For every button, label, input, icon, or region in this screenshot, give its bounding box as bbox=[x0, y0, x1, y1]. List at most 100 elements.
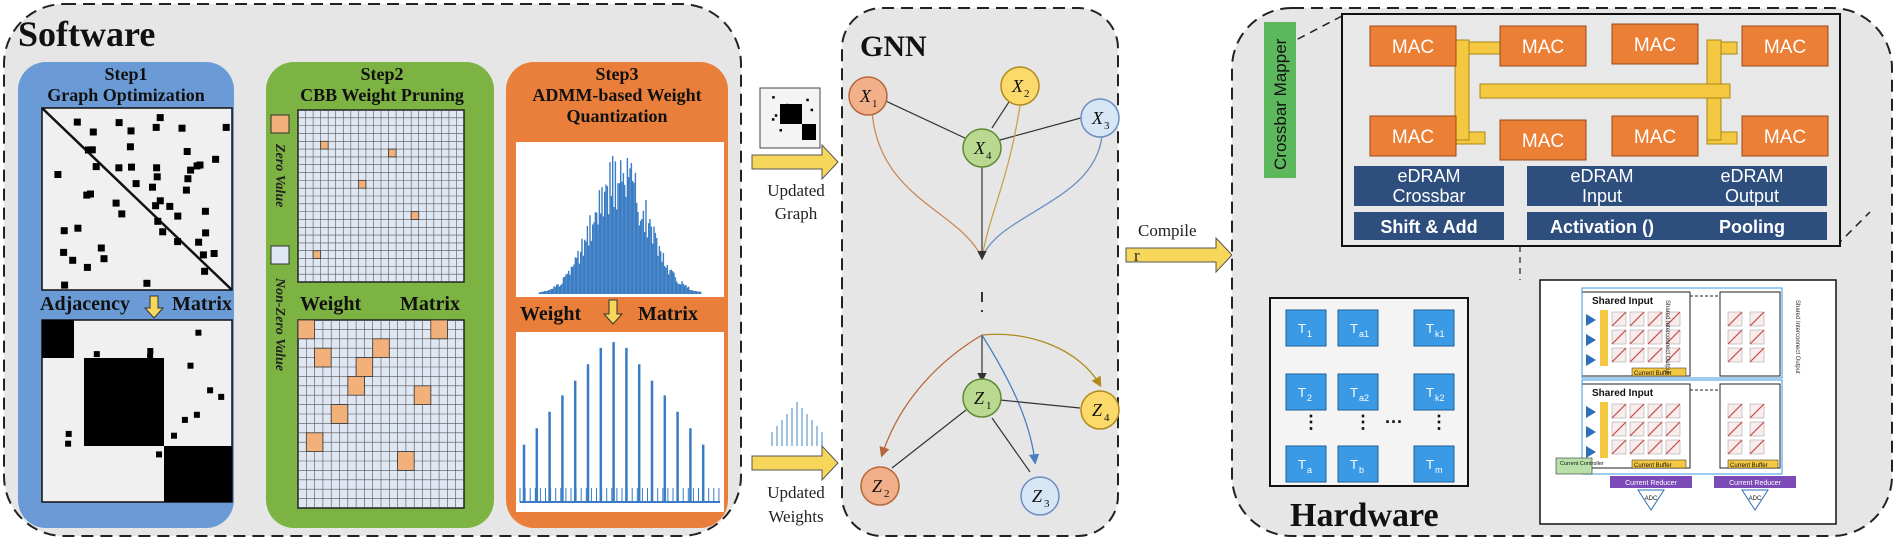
crossbar-resistor bbox=[1647, 347, 1663, 363]
histogram-bar bbox=[550, 289, 553, 294]
matrix-dot bbox=[207, 387, 214, 394]
block-weight-grid bbox=[297, 319, 465, 509]
voltage-driver bbox=[1600, 310, 1608, 366]
histogram-bar bbox=[612, 156, 614, 294]
histogram-bar bbox=[616, 209, 618, 294]
histogram-bar bbox=[584, 239, 586, 294]
histogram-bar bbox=[540, 292, 542, 294]
op-label: Pooling bbox=[1719, 217, 1785, 237]
mac-label: MAC bbox=[1764, 37, 1806, 58]
matrix-dot bbox=[212, 155, 220, 163]
histogram-bar bbox=[657, 255, 659, 294]
node-z1-subscript: 1 bbox=[986, 400, 992, 412]
tile-label: T bbox=[1298, 457, 1306, 472]
histogram-bar bbox=[641, 218, 643, 294]
op-block bbox=[1354, 212, 1504, 240]
mac-unit bbox=[1499, 25, 1587, 67]
histogram-bar bbox=[694, 291, 697, 294]
histogram-bar bbox=[581, 238, 583, 294]
histogram-bar bbox=[625, 197, 627, 294]
histogram-bar bbox=[650, 226, 653, 294]
tile-ellipsis: ⋮ bbox=[1430, 412, 1448, 432]
histogram-bar bbox=[568, 270, 570, 294]
tile bbox=[1285, 373, 1327, 411]
mac-unit bbox=[1611, 23, 1699, 65]
node-x4-circle bbox=[962, 128, 1002, 168]
crossbar-resistor bbox=[1749, 421, 1765, 437]
step2-heading: Step2 bbox=[360, 64, 403, 84]
matrix-dot bbox=[193, 411, 200, 418]
shared-input-label: Shared Input bbox=[1592, 388, 1654, 399]
matrix-dot bbox=[199, 251, 207, 259]
zero-value-cell bbox=[355, 357, 374, 377]
histogram-bar bbox=[660, 251, 662, 294]
tile-label: T bbox=[1350, 385, 1358, 400]
matrix-dot bbox=[218, 393, 225, 400]
matrix-dot bbox=[60, 227, 68, 235]
current-reducer bbox=[1714, 476, 1796, 488]
tile-label: T bbox=[1298, 385, 1306, 400]
right-arrow-icon bbox=[751, 143, 839, 181]
node-z4-circle bbox=[1080, 390, 1120, 430]
histogram-bar bbox=[688, 286, 690, 294]
histogram-bar bbox=[621, 181, 623, 294]
tile-label: T bbox=[1426, 385, 1434, 400]
matrix-dot bbox=[149, 183, 156, 191]
matrix-dot bbox=[171, 432, 177, 439]
histogram-bar bbox=[597, 224, 599, 294]
step3-name-line1: ADMM-based Weight bbox=[532, 85, 701, 105]
step1-panel: Step1 Graph Optimization Adjacency Matri… bbox=[18, 62, 234, 528]
edram-label-line2: Output bbox=[1725, 186, 1779, 206]
histogram-bar bbox=[609, 162, 611, 294]
mini-weight-bars bbox=[771, 402, 823, 446]
node-z2-circle bbox=[860, 466, 900, 506]
node-z1-label: Z bbox=[974, 388, 985, 408]
histogram-bar bbox=[561, 283, 563, 294]
matrix-dot bbox=[195, 329, 202, 336]
matrix-dot bbox=[184, 175, 192, 183]
histogram-bar bbox=[677, 283, 679, 294]
crossbar-resistor bbox=[1665, 347, 1681, 363]
crossbar-mapper-label: Crossbar Mapper bbox=[1271, 38, 1290, 170]
edram-block bbox=[1527, 166, 1677, 206]
histogram-bar bbox=[674, 277, 677, 294]
histogram-bar bbox=[585, 241, 587, 294]
matrix-dot bbox=[181, 416, 188, 423]
driver-icon bbox=[1586, 314, 1596, 326]
histogram-bar bbox=[554, 287, 557, 294]
histogram-bar bbox=[700, 291, 702, 294]
tile-subscript: k1 bbox=[1435, 329, 1445, 339]
histogram-bar bbox=[678, 284, 681, 294]
crossbar-resistor bbox=[1629, 311, 1645, 327]
edram-label-line2: Crossbar bbox=[1392, 186, 1465, 206]
zero-value-cell bbox=[305, 432, 324, 452]
driver-icon bbox=[1586, 426, 1596, 438]
crossbar-resistor bbox=[1665, 311, 1681, 327]
crossbar-resistor bbox=[1611, 311, 1627, 327]
tile-subscript: a2 bbox=[1359, 393, 1369, 403]
histogram-bar bbox=[596, 212, 598, 294]
shared-interconnect-label: Shared Interconnect Output bbox=[1794, 300, 1800, 374]
updated-weights-line1: Updated bbox=[767, 483, 825, 502]
matrix-dot bbox=[156, 197, 164, 205]
tile-label: T bbox=[1350, 321, 1358, 336]
crossbar-resistor bbox=[1647, 403, 1663, 419]
node-z2-subscript: 2 bbox=[884, 488, 890, 500]
weight-matrix-label: Matrix bbox=[400, 293, 460, 315]
matrix-dot bbox=[118, 210, 126, 218]
crossbar-resistor bbox=[1727, 329, 1743, 345]
updated-graph-line2: Graph bbox=[775, 204, 818, 223]
histogram-bar bbox=[545, 291, 547, 294]
current-controller-label: Current Controller bbox=[1560, 461, 1604, 467]
matrix-dot bbox=[60, 248, 68, 256]
tile-label: T bbox=[1298, 321, 1306, 336]
crossbar-resistor bbox=[1647, 421, 1663, 437]
histogram-bar bbox=[562, 277, 565, 294]
crossbar-resistor bbox=[1629, 347, 1645, 363]
